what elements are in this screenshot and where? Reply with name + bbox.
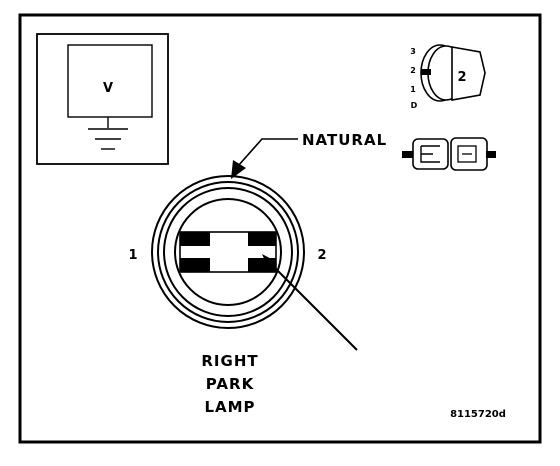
figure-id: 8115720d: [450, 409, 506, 420]
connector-female-slot: [457, 145, 477, 163]
pin-2-label: 2: [317, 248, 326, 263]
probe-arrowhead: [262, 254, 277, 270]
probe-leader-line: [266, 259, 358, 351]
component-name-line2: PARK: [206, 375, 255, 393]
position-2-label: 2: [410, 66, 416, 75]
socket-ring-3: [163, 187, 293, 317]
socket-ring-inner: [174, 198, 282, 306]
outer-frame: [18, 13, 542, 444]
connector-lead-left: [402, 151, 414, 158]
position-d-label: D: [411, 101, 418, 110]
terminal-1-lower: [180, 258, 210, 272]
component-name-line1: RIGHT: [201, 352, 258, 370]
connector-male-pins: [420, 145, 440, 163]
key-tab: [421, 69, 431, 75]
position-key-icon: 3 2 1 D 2: [410, 44, 486, 110]
component-name-line3: LAMP: [204, 398, 255, 416]
key-cap-number: 2: [457, 70, 466, 85]
natural-label: NATURAL: [302, 131, 387, 149]
voltmeter-display: [67, 44, 153, 118]
position-1-label: 1: [410, 85, 416, 94]
connector-lead-right: [486, 151, 496, 158]
key-cap: [451, 46, 486, 101]
socket-ring-2: [157, 181, 299, 323]
socket-ring-outer: [151, 175, 305, 329]
terminal-1-upper: [180, 232, 210, 246]
connector-pair-icon: [402, 137, 496, 171]
pin-1-label: 1: [128, 248, 137, 263]
voltmeter-symbol: V: [103, 81, 113, 96]
voltmeter-panel: V: [36, 33, 169, 165]
natural-leader-line: [237, 138, 298, 167]
terminal-2-upper: [248, 232, 276, 246]
natural-arrowhead: [231, 160, 246, 179]
lamp-socket-face: [151, 175, 305, 329]
position-3-label: 3: [410, 47, 416, 56]
voltmeter-frame: [36, 33, 169, 165]
